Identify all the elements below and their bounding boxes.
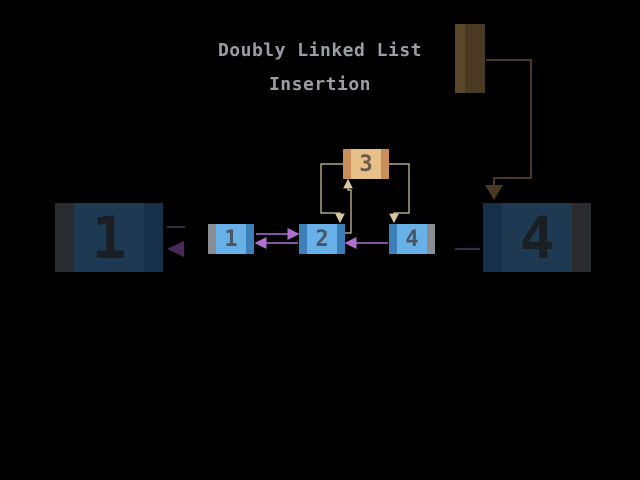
faded-prev-arrowhead: [167, 241, 184, 257]
list-node-1[interactable]: 1: [208, 224, 254, 254]
list-node-4-label: 4: [405, 226, 419, 252]
prev-pointer-3-to-2: [320, 163, 345, 224]
next-pointer-3-to-4: [389, 163, 410, 224]
diagram-title-line2: Insertion: [268, 74, 372, 95]
zoomed-node-1-label: 1: [91, 203, 127, 272]
list-node-1-label: 1: [224, 226, 238, 252]
zoomed-node-4: 4: [483, 203, 591, 272]
new-node-3-label: 3: [359, 151, 373, 177]
faded-down-arrowhead: [485, 185, 503, 200]
new-node-3[interactable]: 3: [343, 149, 389, 179]
diagram-title-line1: Doubly Linked List: [217, 40, 423, 61]
next-pointer-2-to-3: [343, 178, 353, 234]
zoomed-new-node-fragment: [455, 24, 485, 93]
list-node-4[interactable]: 4: [389, 224, 435, 254]
list-node-2-label: 2: [315, 226, 329, 252]
list-node-2[interactable]: 2: [299, 224, 345, 254]
zoomed-node-1: 1: [55, 203, 163, 272]
zoomed-node-4-label: 4: [519, 203, 555, 272]
